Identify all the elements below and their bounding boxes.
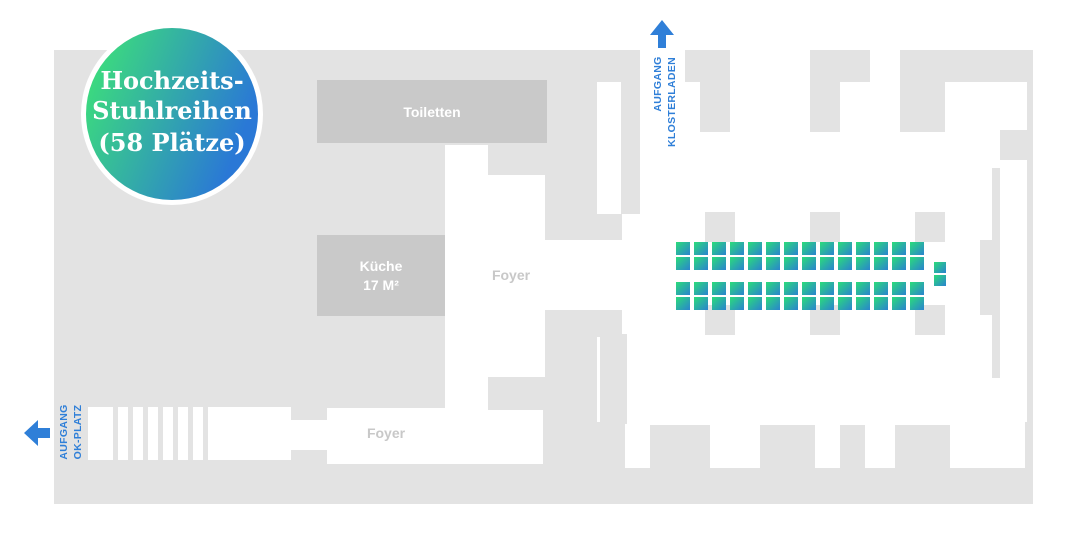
exit-klosterladen[interactable]: AUFGANG KLOSTERLADEN <box>650 20 678 147</box>
seat <box>712 297 726 310</box>
seat <box>676 297 690 310</box>
seat <box>784 282 798 295</box>
seat <box>874 257 888 270</box>
seat <box>784 297 798 310</box>
arrow-up-icon <box>650 20 674 48</box>
seat <box>694 242 708 255</box>
seat <box>748 257 762 270</box>
arrow-left-icon <box>24 420 50 446</box>
badge: Hochzeits- Stuhlreihen (58 Plätze) <box>81 23 263 205</box>
seat <box>676 242 690 255</box>
room-toiletten-label: Toiletten <box>403 104 460 120</box>
seat <box>730 282 744 295</box>
seat <box>820 257 834 270</box>
seat <box>910 297 924 310</box>
seat <box>748 297 762 310</box>
seat <box>892 257 906 270</box>
seat <box>676 257 690 270</box>
badge-line1: Hochzeits- <box>100 66 243 95</box>
seat <box>748 282 762 295</box>
seat <box>730 242 744 255</box>
seat <box>676 282 690 295</box>
exit-ok-platz[interactable]: AUFGANG OK-PLATZ <box>24 404 84 460</box>
seat <box>910 242 924 255</box>
foyer-lower-label: Foyer <box>367 425 406 441</box>
seat <box>694 282 708 295</box>
room-kueche-size: 17 M² <box>363 277 399 293</box>
seat <box>838 282 852 295</box>
badge-line2: Stuhlreihen <box>92 96 252 125</box>
seat <box>838 297 852 310</box>
seat <box>910 257 924 270</box>
room-toiletten: Toiletten <box>317 80 547 143</box>
seat <box>838 242 852 255</box>
seat <box>766 282 780 295</box>
exit-klosterladen-label2: KLOSTERLADEN <box>666 57 678 147</box>
seating-area <box>676 242 946 310</box>
seat <box>730 257 744 270</box>
seat <box>784 242 798 255</box>
seat <box>730 297 744 310</box>
seat <box>784 257 798 270</box>
seat <box>766 297 780 310</box>
seat <box>820 242 834 255</box>
seat <box>712 257 726 270</box>
exit-ok-platz-label2: OK-PLATZ <box>72 404 84 459</box>
seat <box>802 282 816 295</box>
seat <box>856 297 870 310</box>
seat <box>892 297 906 310</box>
badge-line3: (58 Plätze) <box>98 128 245 157</box>
seat <box>934 262 946 273</box>
foyer-upper-label: Foyer <box>492 267 531 283</box>
seat <box>874 297 888 310</box>
seat <box>802 242 816 255</box>
exit-ok-platz-label1: AUFGANG <box>58 404 70 459</box>
seat <box>802 297 816 310</box>
room-kueche-label: Küche <box>360 258 403 274</box>
seat <box>802 257 816 270</box>
seat <box>712 282 726 295</box>
seat <box>766 257 780 270</box>
seat <box>856 282 870 295</box>
seat <box>874 282 888 295</box>
seat <box>820 282 834 295</box>
seat <box>838 257 852 270</box>
seat <box>892 282 906 295</box>
seat <box>856 242 870 255</box>
seat <box>874 242 888 255</box>
room-kueche: Küche 17 M² <box>317 235 445 316</box>
seat <box>820 297 834 310</box>
exit-klosterladen-label1: AUFGANG <box>652 56 664 111</box>
seat <box>712 242 726 255</box>
seat <box>766 242 780 255</box>
seat <box>856 257 870 270</box>
pillars <box>113 82 1033 470</box>
seat <box>892 242 906 255</box>
seat <box>694 257 708 270</box>
seat <box>694 297 708 310</box>
seat <box>910 282 924 295</box>
seat <box>934 275 946 286</box>
seat <box>748 242 762 255</box>
